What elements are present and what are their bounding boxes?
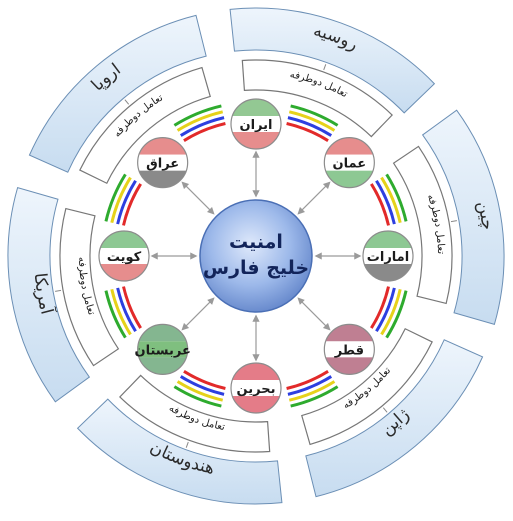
power-band: چین bbox=[421, 109, 505, 325]
country-label: امارات bbox=[367, 250, 409, 265]
ring-arc bbox=[183, 122, 226, 142]
colored-rings bbox=[104, 104, 408, 408]
spoke-arrow bbox=[181, 297, 215, 331]
ring-arc bbox=[288, 110, 336, 132]
country-label: قطر bbox=[334, 343, 364, 358]
country-node: ایران bbox=[230, 98, 282, 150]
ring-arc bbox=[116, 287, 137, 333]
ring-arc bbox=[286, 122, 329, 142]
ring-arc bbox=[179, 116, 225, 137]
power-band: اروپا bbox=[28, 14, 207, 173]
ring-arc bbox=[290, 385, 339, 408]
ring-arc bbox=[380, 176, 402, 224]
country-node: بحرین bbox=[230, 362, 282, 414]
country-label: عراق bbox=[146, 157, 179, 172]
country-node: عربستان bbox=[134, 323, 191, 375]
country-node: عراق bbox=[137, 137, 189, 189]
country-label: ایران bbox=[240, 118, 273, 133]
ring-arc bbox=[385, 173, 408, 222]
ring-arc bbox=[179, 375, 225, 396]
ring-arc bbox=[176, 110, 224, 132]
ring-arc bbox=[370, 183, 390, 226]
country-label: عربستان bbox=[134, 343, 190, 358]
country-node: امارات bbox=[362, 230, 414, 282]
ring-arc bbox=[287, 375, 333, 396]
ring-arc bbox=[290, 104, 339, 127]
ring-arc bbox=[104, 290, 127, 339]
ring-arc bbox=[287, 116, 333, 137]
ring-arc bbox=[375, 287, 396, 333]
center-title-line2: خلیج فارس bbox=[203, 257, 309, 279]
spoke-arrow bbox=[297, 181, 331, 215]
country-node: کویت bbox=[98, 230, 150, 282]
ring-arc bbox=[183, 370, 226, 390]
spokes bbox=[150, 150, 362, 362]
ring-arc bbox=[104, 173, 127, 222]
center-title-line1: امنیت bbox=[229, 231, 283, 253]
spoke-arrow bbox=[181, 181, 215, 215]
ring-arc bbox=[110, 176, 132, 224]
ring-arc bbox=[370, 286, 390, 329]
center-node: امنیت خلیج فارس bbox=[199, 199, 313, 313]
ring-arc bbox=[385, 290, 408, 339]
ring-arc bbox=[375, 179, 396, 225]
interaction-ring: تعامل دوطرفه bbox=[241, 59, 394, 138]
ring-arc bbox=[380, 288, 402, 336]
ring-arc bbox=[173, 385, 222, 408]
ring-arc bbox=[116, 179, 137, 225]
spoke-arrow bbox=[297, 297, 331, 331]
ring-arc bbox=[122, 286, 142, 329]
country-label: کویت bbox=[107, 250, 142, 265]
country-node: قطر bbox=[323, 323, 375, 375]
ring-arc bbox=[110, 288, 132, 336]
interaction-ring: تعامل دوطرفه bbox=[55, 207, 120, 367]
interaction-ring: تعامل دوطرفه bbox=[392, 145, 457, 305]
ring-arc bbox=[173, 104, 222, 127]
country-label: عمان bbox=[333, 157, 367, 172]
ring-arc bbox=[288, 380, 336, 402]
ring-arc bbox=[286, 370, 329, 390]
country-node: عمان bbox=[323, 137, 375, 189]
country-label: بحرین bbox=[237, 382, 276, 397]
ring-arc bbox=[176, 380, 224, 402]
ring-arc bbox=[122, 183, 142, 226]
country-nodes: ایران عمان امارات قطر بحرین عربستان کویت عراق bbox=[98, 98, 414, 414]
